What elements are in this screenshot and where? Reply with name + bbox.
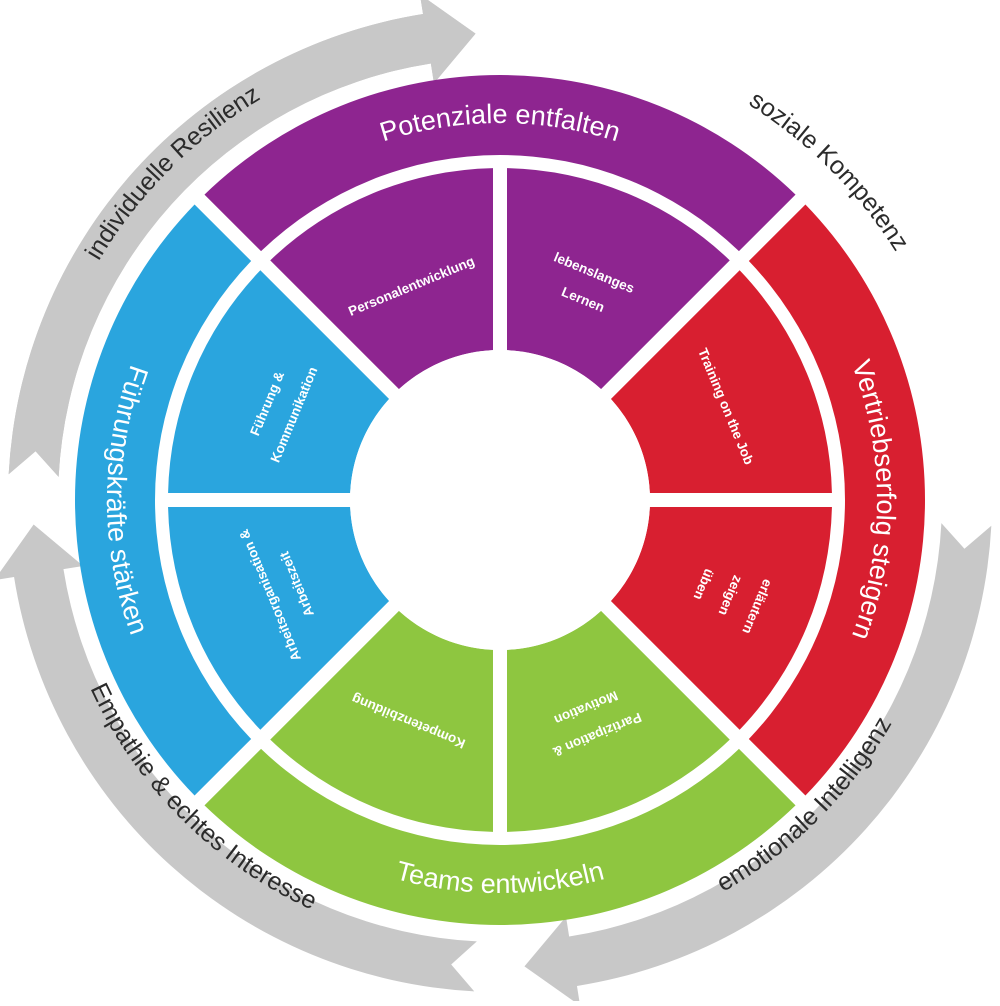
segment-purple	[507, 168, 730, 390]
band-purple	[204, 74, 796, 252]
segment-blue	[168, 270, 390, 493]
band-blue	[74, 204, 252, 796]
outer-arrow	[0, 524, 477, 992]
segment-blue	[168, 507, 390, 730]
segment-green	[507, 610, 730, 832]
outer-arrow	[524, 523, 992, 1006]
outer-bands	[74, 74, 926, 926]
band-green	[204, 748, 796, 926]
band-red	[748, 204, 926, 796]
segment-purple	[270, 168, 493, 390]
center-hole	[350, 350, 650, 650]
arrow-label: soziale Kompetenz	[744, 86, 914, 256]
segment-green	[270, 610, 493, 832]
segment-red	[610, 270, 832, 493]
outer-arrow	[8, 0, 476, 477]
segment-red	[610, 507, 832, 730]
inner-segments	[168, 168, 832, 832]
